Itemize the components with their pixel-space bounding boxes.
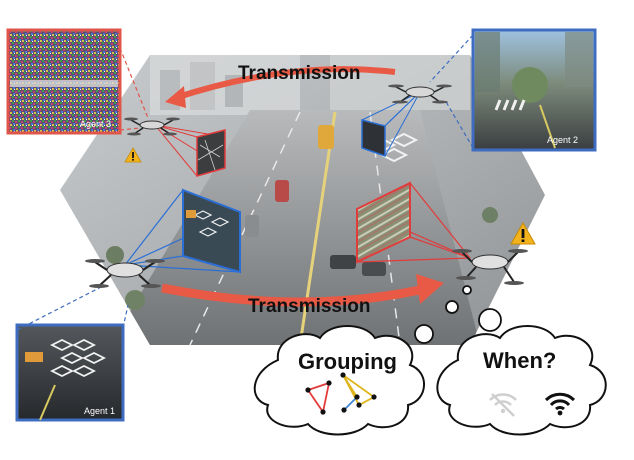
wifi-strong-icon [544,392,576,416]
transmission-arrow-top [165,66,396,108]
transmission-label-top: Transmission [238,63,361,84]
warning-icon [124,147,142,163]
warning-icon [510,221,536,245]
agent1-frustum [124,188,241,274]
drone-icon [388,84,452,104]
drone-icon [452,249,528,285]
thought-bubbles [414,285,502,344]
transmission-label-bottom: Transmission [248,296,371,317]
grouping-label: Grouping [298,349,397,374]
drone-icon [85,259,165,288]
agent2-frustum [361,91,421,158]
when-label: When? [483,348,556,373]
agent1-view: Agent 1 [15,323,125,422]
agent3-label: Agent 3 [80,119,111,129]
grouping-graph [305,372,377,415]
grouping-cloud [253,325,425,436]
wifi-weak-icon [489,393,517,417]
agent2-view: Agent 2 [471,28,597,152]
scene-hexagon [60,55,545,345]
transmission-arrow-bottom [161,274,444,307]
agent4-frustum [356,181,471,264]
agent3-view: Agent 3 [6,28,122,135]
drone-icon [124,117,180,136]
agent2-label: Agent 2 [547,135,578,145]
agent1-label: Agent 1 [84,406,115,416]
